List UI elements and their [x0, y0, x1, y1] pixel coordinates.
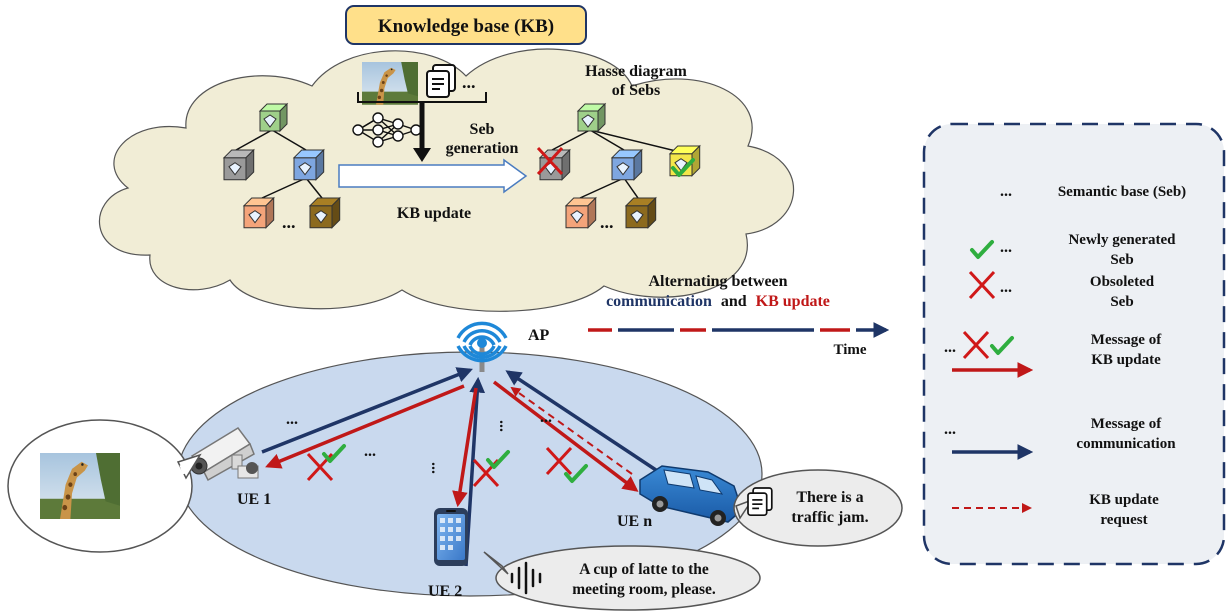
legend-new: ... Newly generated Seb — [970, 232, 1176, 268]
legend-obs-line1: Obsoleted — [1090, 274, 1155, 290]
legend-comm-line2: communication — [1076, 436, 1176, 452]
seb-cube-orange-right — [564, 196, 597, 229]
seb-gen-label-2: generation — [446, 140, 519, 157]
kb-ellipsis-top: ... — [462, 72, 476, 92]
legend-obs-line2: Seb — [1110, 294, 1133, 310]
legend-panel — [922, 122, 1226, 566]
legend-kbmsg-line2: KB update — [1091, 352, 1161, 368]
uen-bubble-line2: traffic jam. — [791, 509, 868, 526]
ue2-downlink — [452, 387, 478, 508]
legend-seb-label: Semantic base (Seb) — [1058, 184, 1186, 200]
legend-comm-ellipsis: ... — [944, 421, 956, 438]
tree-ellipsis-right: ... — [600, 212, 614, 232]
tree-ellipsis-left: ... — [282, 212, 296, 232]
legend-seb: ... Semantic base (Seb) — [1000, 183, 1186, 200]
kb-title: Knowledge base (KB) — [378, 16, 554, 37]
kb-update-label: KB update — [397, 205, 471, 222]
legend-kbmsg-ellipsis: ... — [944, 339, 956, 356]
legend-kbmsg-line1: Message of — [1091, 332, 1162, 348]
kb-title-box: Knowledge base (KB) — [345, 5, 587, 45]
uen-uplink — [505, 370, 663, 476]
legend-comm-line1: Message of — [1091, 416, 1162, 432]
ue1-uplink — [261, 367, 473, 454]
ue2-bubble-line1: A cup of latte to the — [579, 561, 709, 578]
seb-cube-root-right — [576, 102, 607, 133]
legend-seb-ellipsis: ... — [1000, 183, 1012, 200]
seb-cube-blue-right — [610, 148, 643, 181]
timeline-caption: Alternating between communication and KB… — [606, 273, 830, 310]
ue2-label: UE 2 — [428, 583, 462, 600]
seb-cube-orange-left — [242, 196, 275, 229]
ellipsis-ue2-up: ... — [428, 462, 445, 474]
input-bracket — [357, 92, 487, 103]
legend-obs: ... Obsoleted Seb — [968, 270, 1155, 310]
ue2-bubble-line2: meeting room, please. — [572, 581, 716, 598]
ue1-downlink — [265, 384, 465, 469]
camera-icon — [190, 427, 259, 482]
seb-generation-arrowhead — [413, 148, 431, 162]
timeline-and: and — [721, 293, 747, 310]
timeline-kbu: KB update — [756, 293, 830, 310]
legend-new-ellipsis: ... — [1000, 239, 1012, 256]
seb-cube-brown-right — [624, 196, 657, 229]
kb-update-arrow — [338, 158, 528, 194]
ue1-label: UE 1 — [237, 491, 271, 508]
uen-label: UE n — [617, 513, 652, 530]
ue1-giraffe-photo — [40, 453, 120, 519]
link-ellipses: ... ... ... ... ... — [286, 409, 552, 474]
timeline-line2: communication and KB update — [606, 293, 830, 310]
legend-new-line2: Seb — [1110, 252, 1133, 268]
legend-kbmsg: ... Message of KB update — [944, 330, 1162, 378]
ellipsis-ue2-down: ... — [496, 420, 513, 432]
giraffe-photo — [362, 62, 418, 105]
tree-edges-right — [551, 129, 681, 199]
legend-req: KB update request — [952, 492, 1159, 528]
seb-cube-brown-left — [308, 196, 341, 229]
ap-label: AP — [528, 327, 550, 344]
uen-downlink — [492, 380, 639, 492]
ellipsis-ue1-up: ... — [286, 411, 298, 428]
legend-new-line1: Newly generated — [1068, 232, 1176, 248]
seb-gen-label-1: Seb — [470, 121, 495, 138]
hasse-label-1: Hasse diagram — [585, 63, 687, 80]
seb-cube-blue-left — [292, 148, 325, 181]
ellipsis-uen-down: ... — [540, 409, 552, 426]
timeline-comm: communication — [606, 293, 712, 310]
uen-request — [510, 386, 633, 475]
uen-bubble — [733, 469, 903, 547]
timeline-time: Time — [833, 342, 866, 358]
legend-obs-ellipsis: ... — [1000, 279, 1012, 296]
legend-req-line1: KB update — [1089, 492, 1159, 508]
seb-cube-root-left — [258, 102, 289, 133]
uen-bubble-line1: There is a — [796, 489, 863, 506]
legend-comm: ... Message of communication — [944, 416, 1176, 460]
ue2-bubble — [483, 545, 761, 611]
ellipsis-ue1-down: ... — [364, 443, 376, 460]
access-point-icon — [456, 321, 508, 372]
legend-req-line2: request — [1100, 512, 1147, 528]
tree-edges-left — [235, 129, 323, 199]
hasse-label-2: of Sebs — [612, 82, 660, 99]
timeline-line1: Alternating between — [648, 273, 787, 290]
seb-cube-gray-left — [222, 148, 255, 181]
sound-wave-icon — [510, 561, 542, 595]
phone-icon — [434, 508, 468, 566]
